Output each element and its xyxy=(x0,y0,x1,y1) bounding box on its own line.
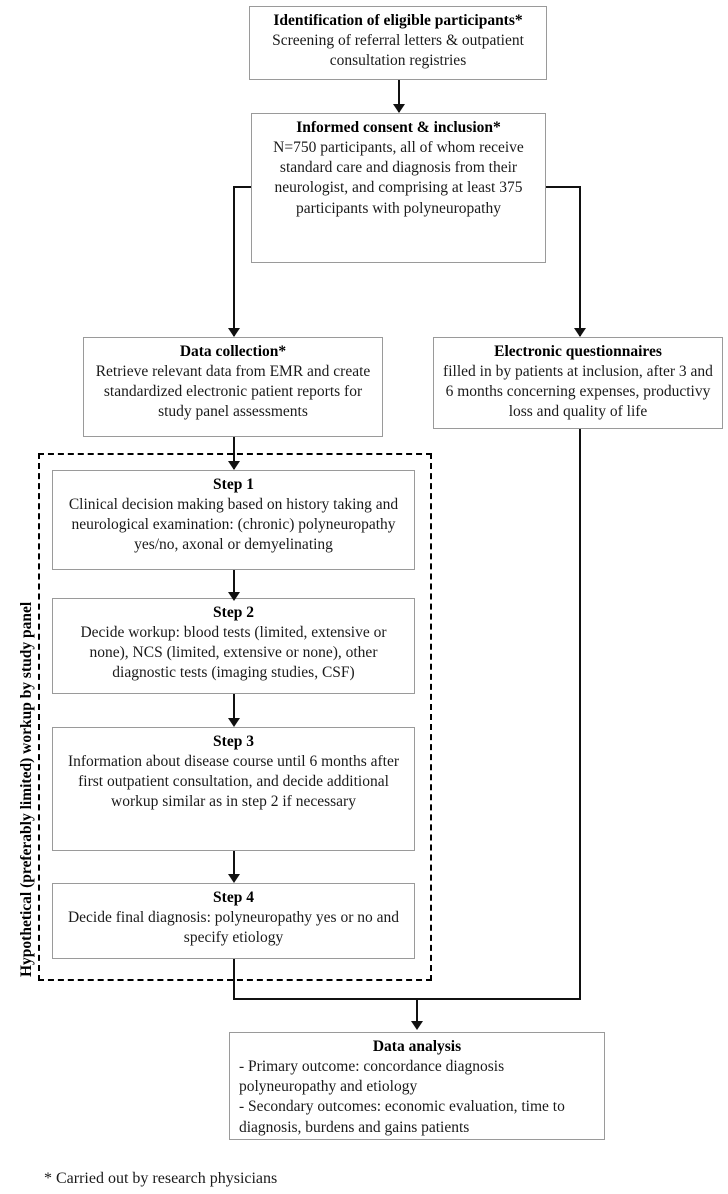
node-step4[interactable]: Step 4 Decide final diagnosis: polyneuro… xyxy=(52,883,415,959)
arrowhead-merge-to-data-analysis xyxy=(411,1021,423,1030)
node-step4-body: Decide final diagnosis: polyneuropathy y… xyxy=(67,909,400,947)
node-identification-title: Identification of eligible participants* xyxy=(273,12,523,29)
node-electronic-questionnaires-body: filled in by patients at inclusion, afte… xyxy=(443,363,713,421)
connector-identification-to-consent xyxy=(398,80,400,112)
arrowhead-step3-to-step4 xyxy=(228,874,240,883)
connector-step4-to-merge xyxy=(233,959,235,999)
node-step2-body: Decide workup: blood tests (limited, ext… xyxy=(80,624,387,682)
arrowhead-identification-to-consent xyxy=(393,104,405,113)
node-electronic-questionnaires-title: Electronic questionnaires xyxy=(494,343,662,360)
connector-data-collection-to-step1 xyxy=(233,437,235,469)
node-step1-body: Clinical decision making based on histor… xyxy=(68,496,399,554)
node-data-analysis-title: Data analysis xyxy=(372,1038,462,1055)
node-step2-title: Step 2 xyxy=(213,604,254,621)
node-data-collection[interactable]: Data collection* Retrieve relevant data … xyxy=(83,337,383,437)
node-step1-title: Step 1 xyxy=(213,476,254,493)
connector-consent-right-vertical xyxy=(579,186,581,336)
study-panel-workup-group xyxy=(38,453,432,981)
node-informed-consent-body: N=750 participants, all of whom receive … xyxy=(273,139,524,217)
connector-step2-to-step3 xyxy=(233,694,235,722)
connector-merge-bus xyxy=(233,998,581,1000)
node-step3[interactable]: Step 3 Information about disease course … xyxy=(52,727,415,851)
side-label-study-panel-workup: Hypothetical (preferably limited) workup… xyxy=(18,601,35,977)
node-informed-consent-title: Informed consent & inclusion* xyxy=(296,119,501,136)
node-data-analysis-line1: - Primary outcome: concordance diagnosis… xyxy=(239,1058,505,1096)
connector-consent-left-horizontal xyxy=(233,186,251,188)
node-identification-body: Screening of referral letters & outpatie… xyxy=(272,32,524,70)
arrowhead-consent-to-questionnaires xyxy=(574,328,586,337)
arrowhead-data-collection-to-step1 xyxy=(228,461,240,470)
node-data-collection-title: Data collection* xyxy=(179,343,287,360)
node-identification[interactable]: Identification of eligible participants*… xyxy=(249,6,547,80)
node-step3-title: Step 3 xyxy=(213,733,254,750)
connector-questionnaires-to-merge xyxy=(579,429,581,999)
node-electronic-questionnaires[interactable]: Electronic questionnaires filled in by p… xyxy=(433,337,723,429)
node-step3-body: Information about disease course until 6… xyxy=(67,753,399,811)
connector-consent-right-horizontal xyxy=(546,186,581,188)
node-data-analysis-line2: - Secondary outcomes: economic evaluatio… xyxy=(239,1098,565,1136)
connector-step1-to-step2 xyxy=(233,570,235,598)
connector-consent-left-vertical xyxy=(233,186,235,336)
arrowhead-consent-to-data-collection xyxy=(228,328,240,337)
node-step4-title: Step 4 xyxy=(213,889,254,906)
connector-merge-to-data-analysis xyxy=(416,998,418,1028)
connector-step3-to-step4 xyxy=(233,851,235,879)
node-step2[interactable]: Step 2 Decide workup: blood tests (limit… xyxy=(52,598,415,694)
arrowhead-step1-to-step2 xyxy=(228,592,240,601)
arrowhead-step2-to-step3 xyxy=(228,718,240,727)
node-step1[interactable]: Step 1 Clinical decision making based on… xyxy=(52,470,415,570)
node-informed-consent[interactable]: Informed consent & inclusion* N=750 part… xyxy=(251,113,546,263)
node-data-collection-body: Retrieve relevant data from EMR and crea… xyxy=(95,363,371,421)
footnote-research-physicians: * Carried out by research physicians xyxy=(44,1170,278,1187)
node-data-analysis[interactable]: Data analysis - Primary outcome: concord… xyxy=(229,1032,605,1140)
